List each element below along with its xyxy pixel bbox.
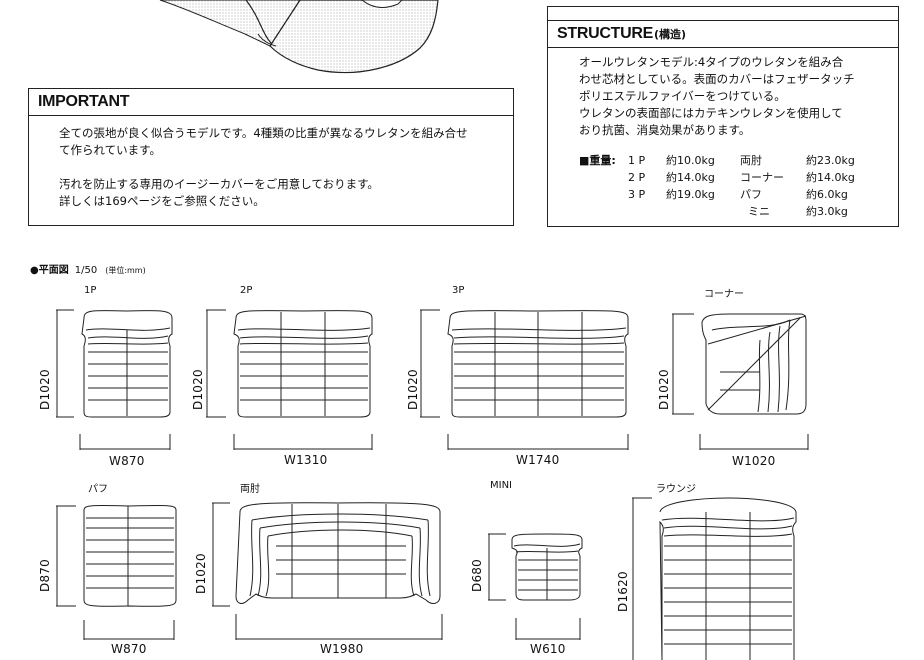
weight-value: 約6.0kg (806, 188, 848, 201)
plan-label-2p: 2P (240, 285, 253, 296)
plan-label-pouf: パフ (88, 484, 108, 495)
important-line: 全ての張地が良く似合うモデルです。4種類の比重が異なるウレタンを組み合せ (59, 126, 468, 140)
depth-1p: D1020 (38, 369, 52, 410)
structure-subtitle: (構造) (653, 28, 687, 41)
weight-model: 2 P (628, 171, 646, 184)
structure-line: オールウレタンモデル:4タイプのウレタンを組み合 (579, 55, 844, 69)
weight-model: パフ (740, 188, 762, 201)
width-corner: W1020 (732, 454, 776, 468)
important-title: IMPORTANT (38, 93, 130, 110)
depth-lounge: D1620 (616, 571, 630, 612)
plan-label-3p: 3P (452, 285, 465, 296)
weight-model: ミニ (748, 205, 770, 218)
structure-title: STRUCTURE (557, 25, 653, 42)
plan-scale: 1/50 (74, 265, 98, 276)
weight-value: 約19.0kg (666, 188, 715, 201)
plan-label-corner: コーナー (704, 289, 744, 300)
depth-corner: D1020 (657, 369, 671, 410)
width-2p: W1310 (284, 453, 328, 467)
plan-pouf-drawing (56, 505, 177, 640)
width-3p: W1740 (516, 453, 560, 467)
important-text: 全ての張地が良く似合うモデルです。4種類の比重が異なるウレタンを組み合せ て作ら… (59, 125, 507, 210)
structure-line: ウレタンの表面部にはカテキンウレタンを使用して (579, 106, 843, 120)
structure-text: オールウレタンモデル:4タイプのウレタンを組み合 わせ芯材としている。表面のカバ… (579, 54, 895, 139)
width-mini: W610 (530, 642, 566, 656)
weight-value: 約10.0kg (666, 154, 715, 167)
plan-1p-drawing (56, 309, 173, 450)
depth-pouf: D870 (38, 559, 52, 592)
weight-model: 両肘 (740, 154, 762, 167)
depth-2p: D1020 (191, 369, 205, 410)
weight-value: 約23.0kg (806, 154, 855, 167)
weight-label: ■重量: (579, 154, 616, 167)
plan-corner-drawing (672, 313, 809, 450)
sofa-illustration (0, 0, 520, 86)
plan-heading: ●平面図 1/50 (単位:mm) (30, 261, 146, 276)
important-line: 詳しくは169ページをご参照ください。 (59, 194, 265, 208)
plan-unit: (単位:mm) (105, 266, 146, 275)
plan-label-lounge: ラウンジ (656, 484, 696, 495)
plan-label-mini: MINI (490, 480, 513, 491)
structure-line: ポリエステルファイバーをつけている。 (579, 89, 786, 103)
plan-label-1p: 1P (84, 285, 97, 296)
plan-label-double-arm: 両肘 (240, 484, 260, 495)
width-pouf: W870 (111, 642, 147, 656)
weight-model: 1 P (628, 154, 646, 167)
weight-model: 3 P (628, 188, 646, 201)
weight-value: 約3.0kg (806, 205, 848, 218)
plan-2p-drawing (206, 309, 373, 450)
width-1p: W870 (109, 454, 145, 468)
structure-header: STRUCTURE (構造) (548, 20, 898, 48)
weight-value: 約14.0kg (666, 171, 715, 184)
important-box: IMPORTANT 全ての張地が良く似合うモデルです。4種類の比重が異なるウレタ… (28, 88, 514, 226)
weight-model: コーナー (740, 171, 784, 184)
structure-box: STRUCTURE (構造) オールウレタンモデル:4タイプのウレタンを組み合 … (547, 6, 899, 227)
weights-right: 両肘 約23.0kg コーナー 約14.0kg パフ 約6.0kg ミニ 約3.0kg (740, 152, 855, 220)
depth-double-arm: D1020 (194, 553, 208, 594)
width-double-arm: W1980 (320, 642, 364, 656)
structure-line: わせ芯材としている。表面のカバーはフェザータッチ (579, 72, 855, 86)
important-line: 汚れを防止する専用のイージーカバーをご用意しております。 (59, 177, 379, 191)
weights-left: 1 P 約10.0kg 2 P 約14.0kg 3 P 約19.0kg (628, 152, 715, 203)
important-line: て作られています。 (59, 143, 162, 157)
depth-mini: D680 (470, 559, 484, 592)
plan-lounge-drawing (632, 497, 797, 660)
depth-3p: D1020 (406, 369, 420, 410)
plan-mini-drawing (488, 533, 583, 640)
plan-double-arm-drawing (212, 502, 443, 640)
important-header: IMPORTANT (29, 89, 513, 116)
structure-line: おり抗菌、消臭効果があります。 (579, 123, 751, 137)
plan-3p-drawing (420, 309, 629, 450)
weight-value: 約14.0kg (806, 171, 855, 184)
plan-heading-label: ●平面図 (30, 265, 69, 276)
